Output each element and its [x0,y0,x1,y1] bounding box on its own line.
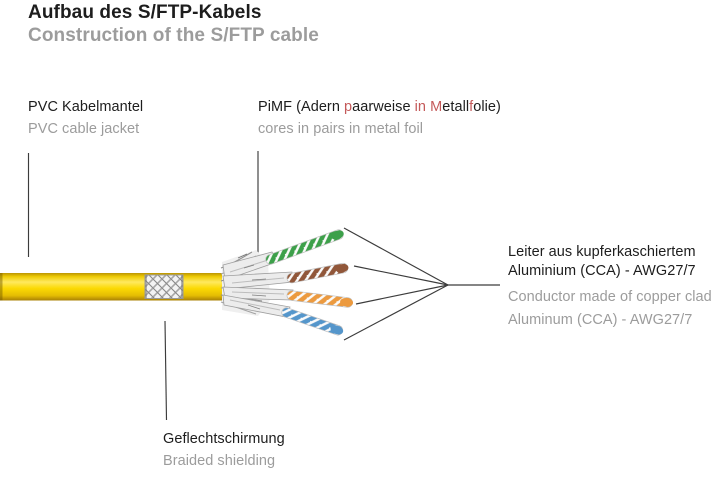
pimf-seg-7: f [469,99,474,115]
twisted-pairs [265,229,354,336]
label-pvc-jacket: PVC Kabelmantel PVC cable jacket [28,97,143,140]
label-pimf: PiMF (Adern paarweise in Metallfolie) co… [258,97,501,140]
leader-line-braid [164,320,168,421]
pimf-seg-1: p [344,99,353,115]
label-braid-en: Braided shielding [163,452,276,469]
braid-window [144,274,184,299]
pimf-seg-0: PiMF (Adern [258,99,345,115]
label-pvc-en: PVC cable jacket [28,120,140,137]
label-conductor-en-2: Aluminum (CCA) - AWG27/7 [508,311,693,328]
twisted-pair-blue [281,307,344,336]
pointer-lines-conductor [343,227,500,341]
label-pvc-de: PVC Kabelmantel [28,99,144,115]
twisted-pair-brown [286,262,349,284]
pimf-seg-5: M [430,99,443,115]
pimf-seg-6: etall [442,99,470,115]
cable-jacket [0,273,223,301]
pimf-seg-3: in [414,99,427,115]
label-pimf-en: cores in pairs in metal foil [258,120,423,137]
label-conductor-de-1: Leiter aus kupferkaschiertem [508,244,696,260]
twisted-pair-orange [286,290,354,308]
page-title-en: Construction of the S/FTP cable [28,25,319,46]
label-conductor: Leiter aus kupferkaschiertem Aluminium (… [508,243,712,331]
label-braided-shielding: Geflechtschirmung Braided shielding [163,429,285,472]
pimf-seg-2: aarweise [352,99,415,115]
title-block: Aufbau des S/FTP-Kabels Construction of … [28,1,319,47]
pimf-seg-8: olie) [473,99,501,115]
label-pimf-de: PiMF (Adern paarweise in Metallfolie) [258,97,501,119]
label-conductor-en-1: Conductor made of copper clad [508,289,712,305]
leader-lines [27,151,259,421]
page-title-de: Aufbau des S/FTP-Kabels [28,2,262,23]
label-conductor-de-2: Aluminium (CCA) - AWG27/7 [508,263,696,279]
twisted-pair-green [265,229,344,265]
label-braid-de: Geflechtschirmung [163,431,285,447]
foil-streaks [229,259,285,311]
